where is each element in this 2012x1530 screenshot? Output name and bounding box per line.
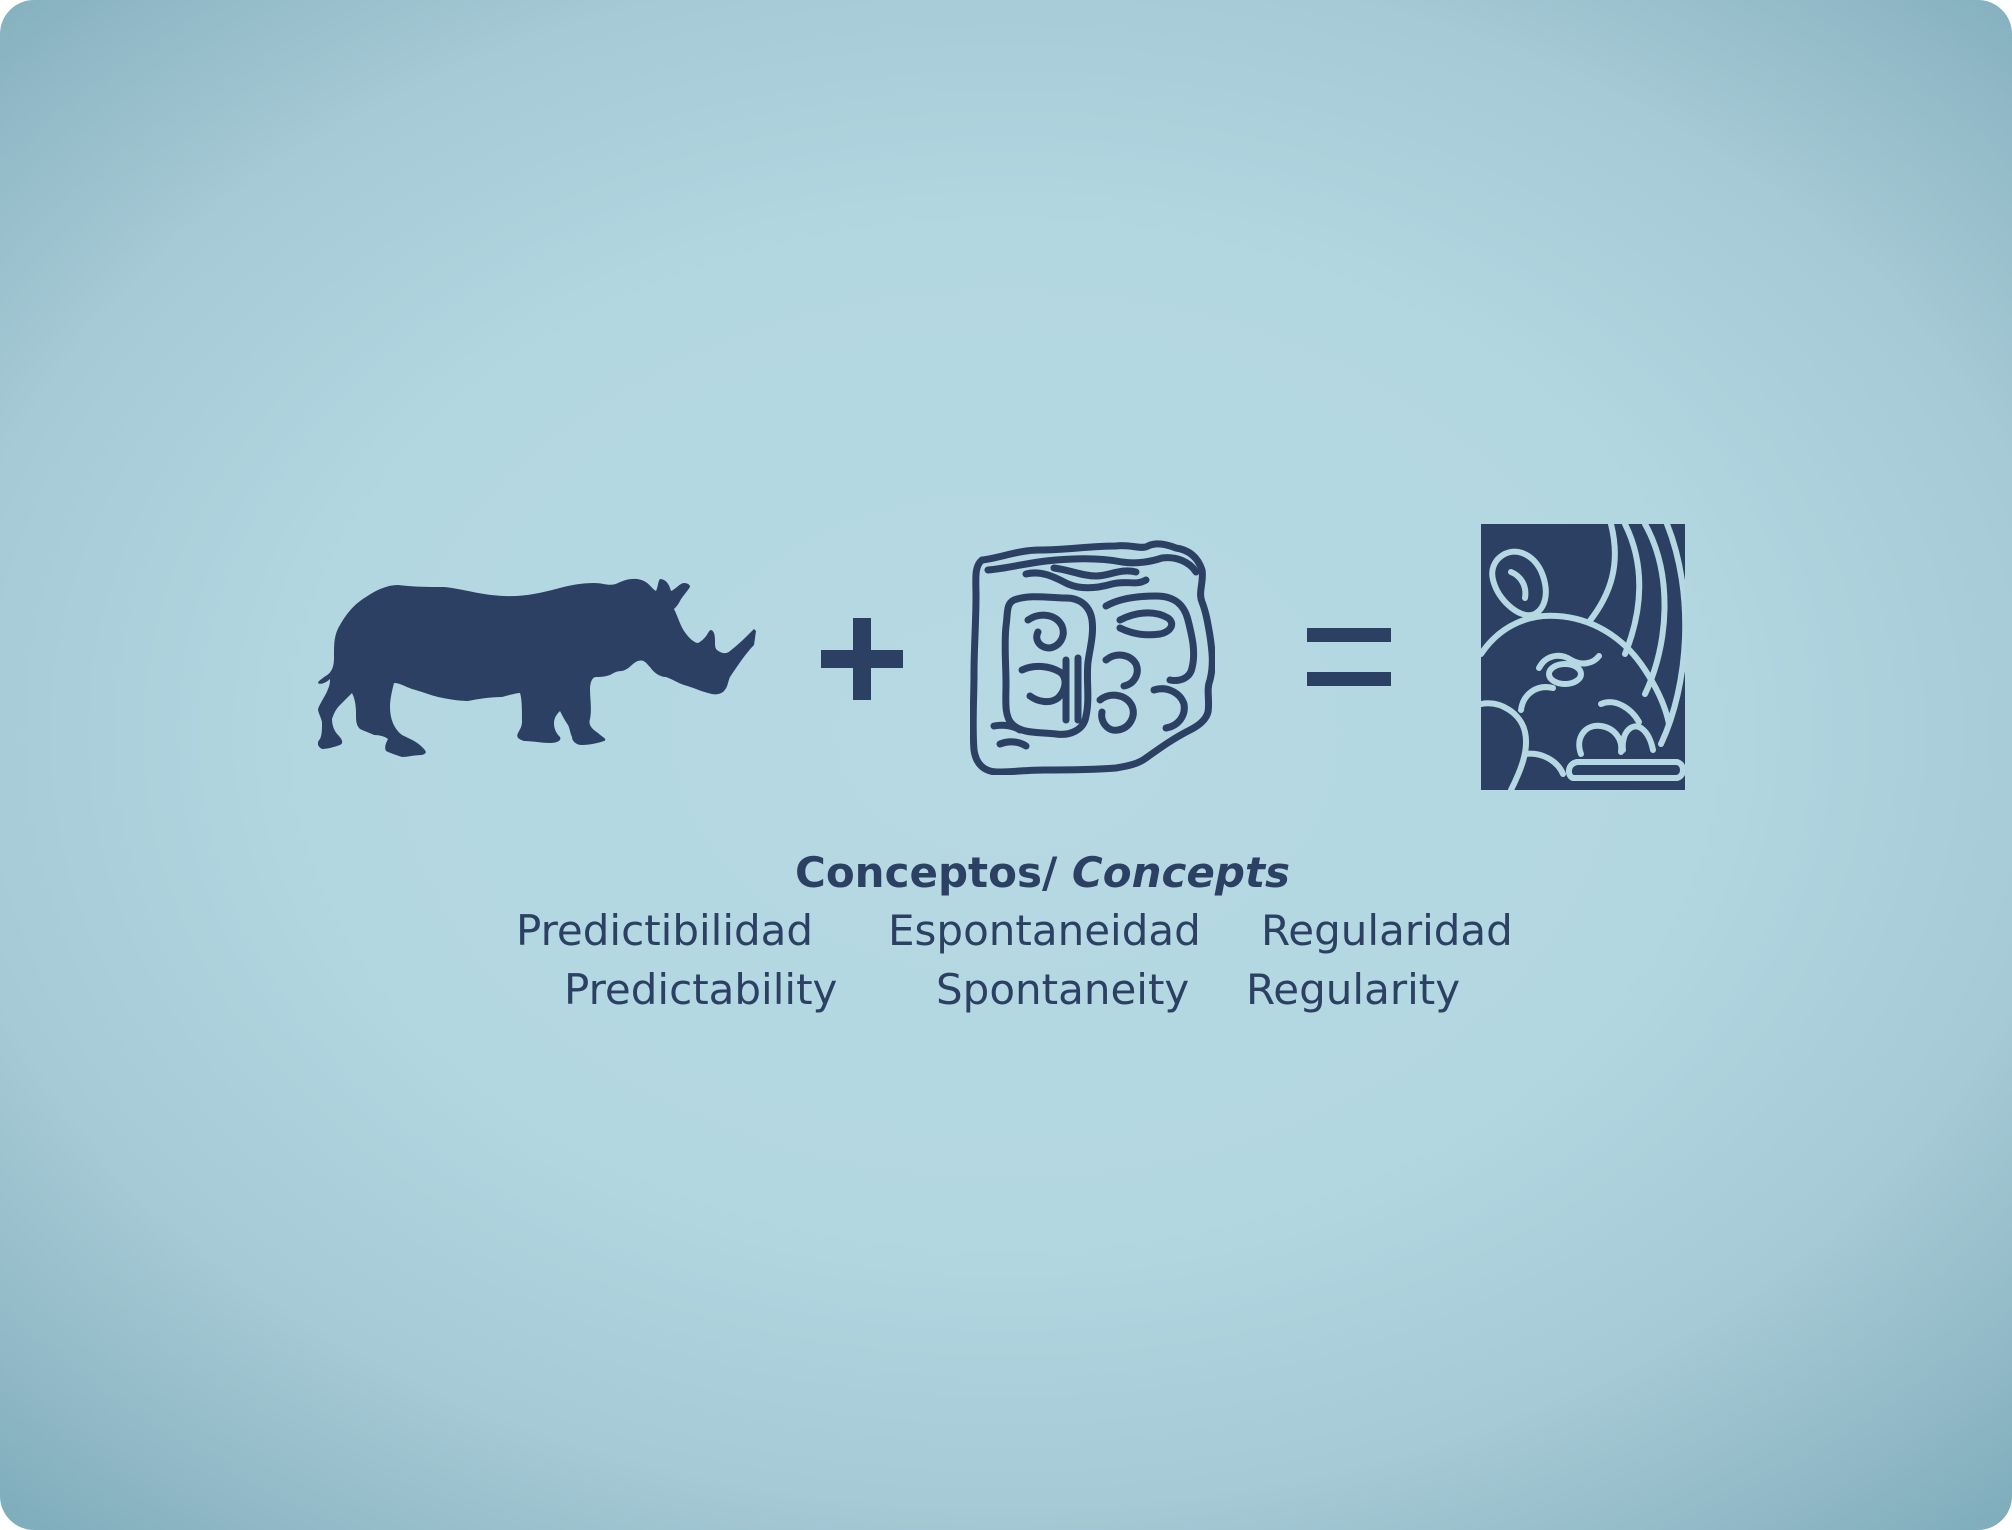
term-es-regularidad: Regularidad <box>1261 906 1513 955</box>
term-es-espontaneidad: Espontaneidad <box>888 906 1201 955</box>
term-es-predictibilidad: Predictibilidad <box>516 906 814 955</box>
concepts-title: Conceptos/ Concepts <box>795 848 1290 897</box>
term-en-predictability: Predictability <box>564 965 838 1014</box>
term-en-spontaneity: Spontaneity <box>936 965 1190 1014</box>
concepts-title-es: Conceptos/ <box>795 848 1058 897</box>
plus-icon <box>821 618 903 700</box>
result-logo-icon <box>1481 524 1685 790</box>
term-en-regularity: Regularity <box>1246 965 1461 1014</box>
concepts-title-en: Concepts <box>1071 848 1291 897</box>
maya-glyph-icon <box>970 540 1215 775</box>
equals-icon <box>1307 628 1391 686</box>
rhino-icon <box>318 578 756 757</box>
